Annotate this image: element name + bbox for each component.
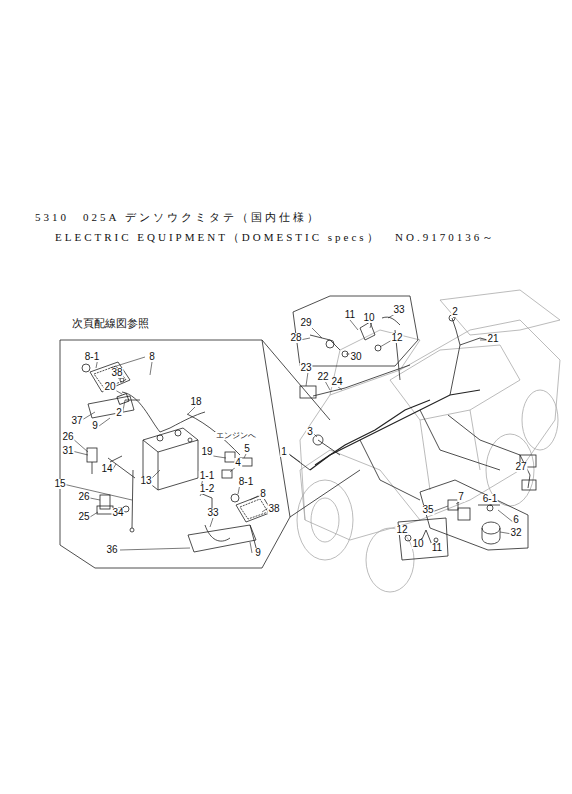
callout-number: 6-1 [482, 494, 498, 504]
callout-number: 38 [110, 368, 123, 378]
callout-number: 8 [148, 352, 156, 362]
callout-number: 18 [189, 397, 202, 407]
callout-number: 8 [259, 489, 267, 499]
callout-number: 14 [100, 464, 113, 474]
subtitle: NO.9170136～ [395, 232, 496, 243]
callout-number: 10 [362, 313, 375, 323]
note-text: エンジンへ [215, 432, 257, 440]
callout-number: 21 [486, 334, 499, 344]
callout-number: 22 [316, 372, 329, 382]
callout-number: 9 [254, 548, 262, 558]
callout-number: 2 [451, 307, 459, 317]
callout-number: 28 [289, 333, 302, 343]
callout-number: 3 [306, 427, 314, 437]
callout-number: 15 [53, 479, 66, 489]
callout-number: 30 [349, 352, 362, 362]
callout-number: 4 [234, 458, 242, 468]
callout-number: 32 [509, 528, 522, 538]
callout-number: 7 [457, 492, 465, 502]
callout-number: 25 [77, 512, 90, 522]
callout-number: 11 [344, 310, 356, 320]
callout-number: 26 [61, 432, 74, 442]
callout-number: 6 [512, 515, 520, 525]
callout-number: 26 [77, 492, 90, 502]
title: 5310 025A デンソウクミタテ（国内仕様） [35, 212, 321, 223]
callout-number: 34 [111, 508, 124, 518]
callout-number: 11 [431, 543, 443, 553]
callout-number: 31 [61, 446, 74, 456]
callout-number: 19 [200, 447, 213, 457]
callout-number: 8-1 [84, 352, 100, 362]
callout-number: 2 [115, 408, 123, 418]
callout-number: 1-1 [199, 471, 215, 481]
callout-number: 13 [139, 476, 152, 486]
callout-number: 20 [103, 382, 116, 392]
callout-number: 27 [514, 462, 527, 472]
callout-number: 9 [91, 421, 99, 431]
callout-number: 5 [243, 444, 251, 454]
subtitle: ELECTRIC EQUIPMENT（DOMESTIC specs） [55, 232, 381, 243]
callout-number: 35 [421, 505, 434, 515]
callout-number: 23 [299, 363, 312, 373]
callout-number: 29 [299, 318, 312, 328]
note-text: 次頁配線図参照 [72, 318, 149, 329]
callout-number: 37 [70, 416, 83, 426]
callout-number: 12 [395, 525, 408, 535]
callout-number: 33 [392, 305, 405, 315]
callout-number: 36 [105, 545, 118, 555]
callout-number: 12 [390, 333, 403, 343]
callout-number: 24 [330, 377, 343, 387]
callout-number: 10 [411, 539, 424, 549]
callout-number: 38 [267, 504, 280, 514]
callout-number: 33 [206, 508, 219, 518]
callout-number: 8-1 [238, 477, 254, 487]
callout-number: 1 [280, 447, 288, 457]
callout-number: 1-2 [199, 484, 215, 494]
